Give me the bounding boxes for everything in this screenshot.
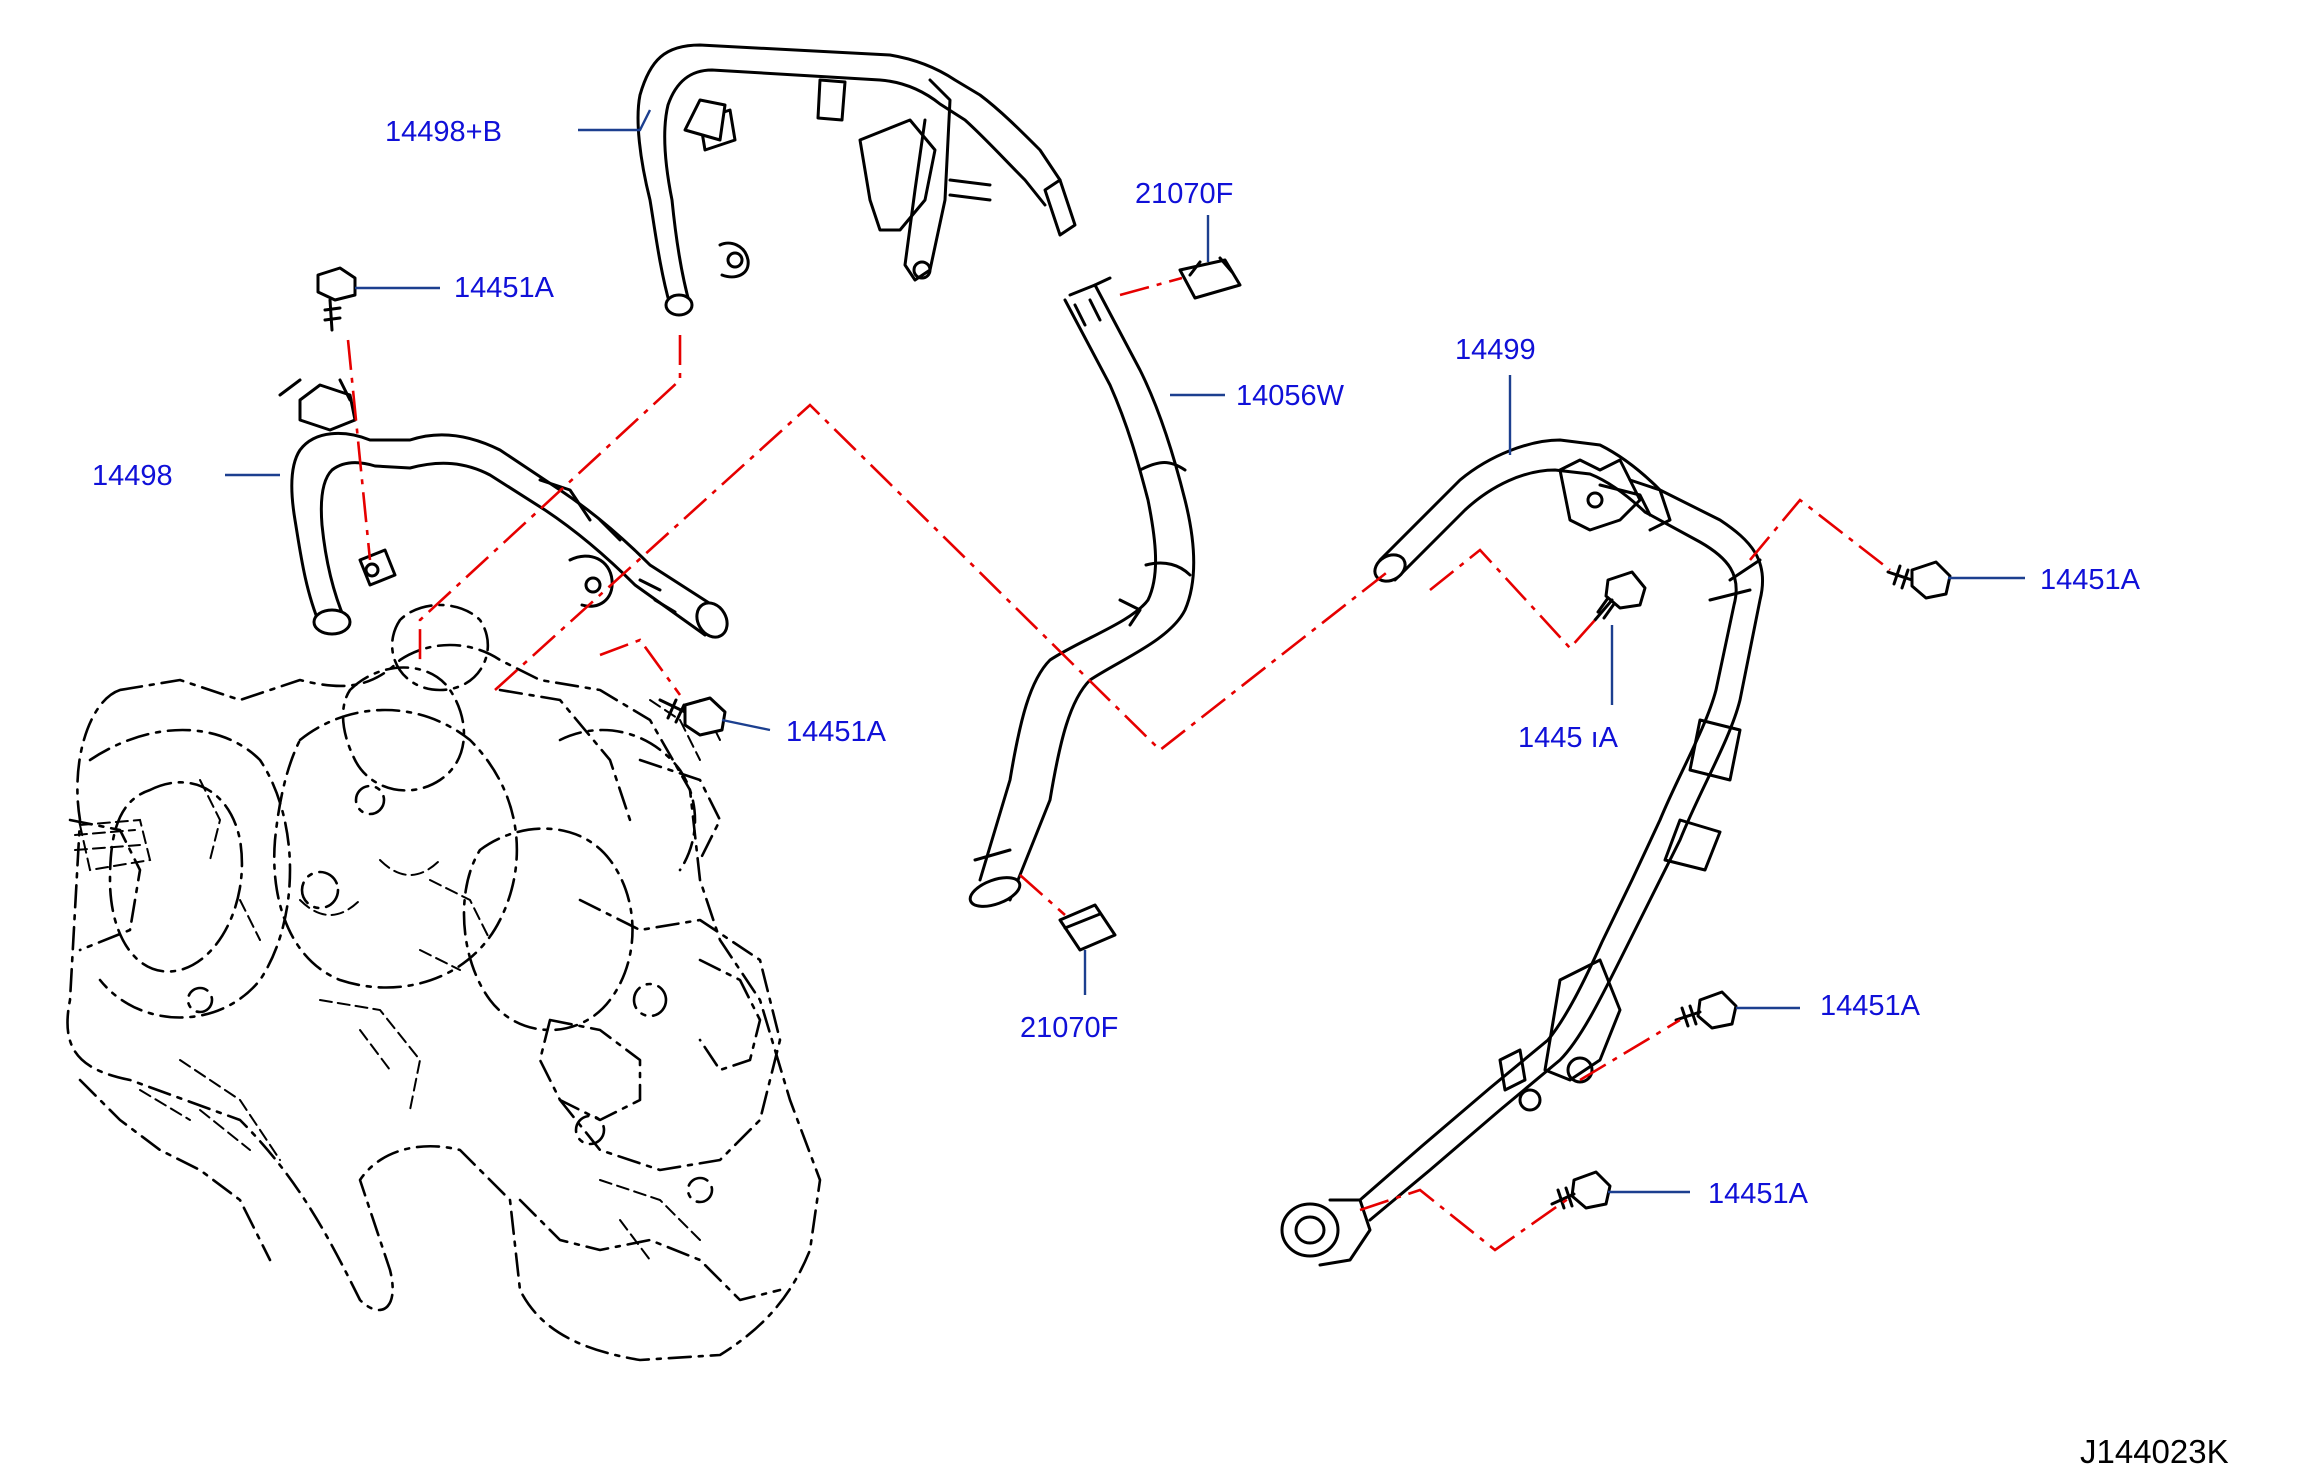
label-14498-b: 14498+B <box>385 116 502 148</box>
bolt-14451a-right <box>1886 560 1952 600</box>
hose-14498 <box>278 378 729 639</box>
label-14499: 14499 <box>1455 334 1536 366</box>
bolt-14451a-mid-left <box>658 696 727 737</box>
label-21070f-bottom: 21070F <box>1020 1012 1119 1044</box>
bolt-14451a-center <box>1593 570 1647 622</box>
engine-block-outline <box>66 603 822 1362</box>
pipe-14499 <box>1280 438 1765 1267</box>
label-14451a-top-left: 14451A <box>454 272 554 304</box>
label-14451a-bottom-right: 14451A <box>1708 1178 1808 1210</box>
clamp-21070f-bottom <box>1058 903 1117 952</box>
clamp-21070f-top <box>1178 256 1242 300</box>
label-14451a-right: 14451A <box>2040 564 2140 596</box>
bolt-14451a-bottom-right <box>1550 1170 1612 1210</box>
leader-lines <box>225 109 2025 1194</box>
bolt-14451a-top-left <box>316 266 357 332</box>
label-14056w: 14056W <box>1236 380 1345 412</box>
label-14451a-mid-left: 14451A <box>786 716 886 748</box>
label-14498: 14498 <box>92 460 173 492</box>
reference-lines <box>346 276 1891 1252</box>
diagram-code: J144023K <box>2080 1433 2229 1470</box>
hose-14498-b <box>636 43 1077 317</box>
bolt-14451a-lower-right <box>1674 990 1738 1030</box>
label-14451a-lower-right: 14451A <box>1820 990 1920 1022</box>
hose-14056w <box>968 276 1196 908</box>
label-21070f-top: 21070F <box>1135 178 1234 210</box>
label-14451a-center: 1445 ıA <box>1518 722 1618 754</box>
